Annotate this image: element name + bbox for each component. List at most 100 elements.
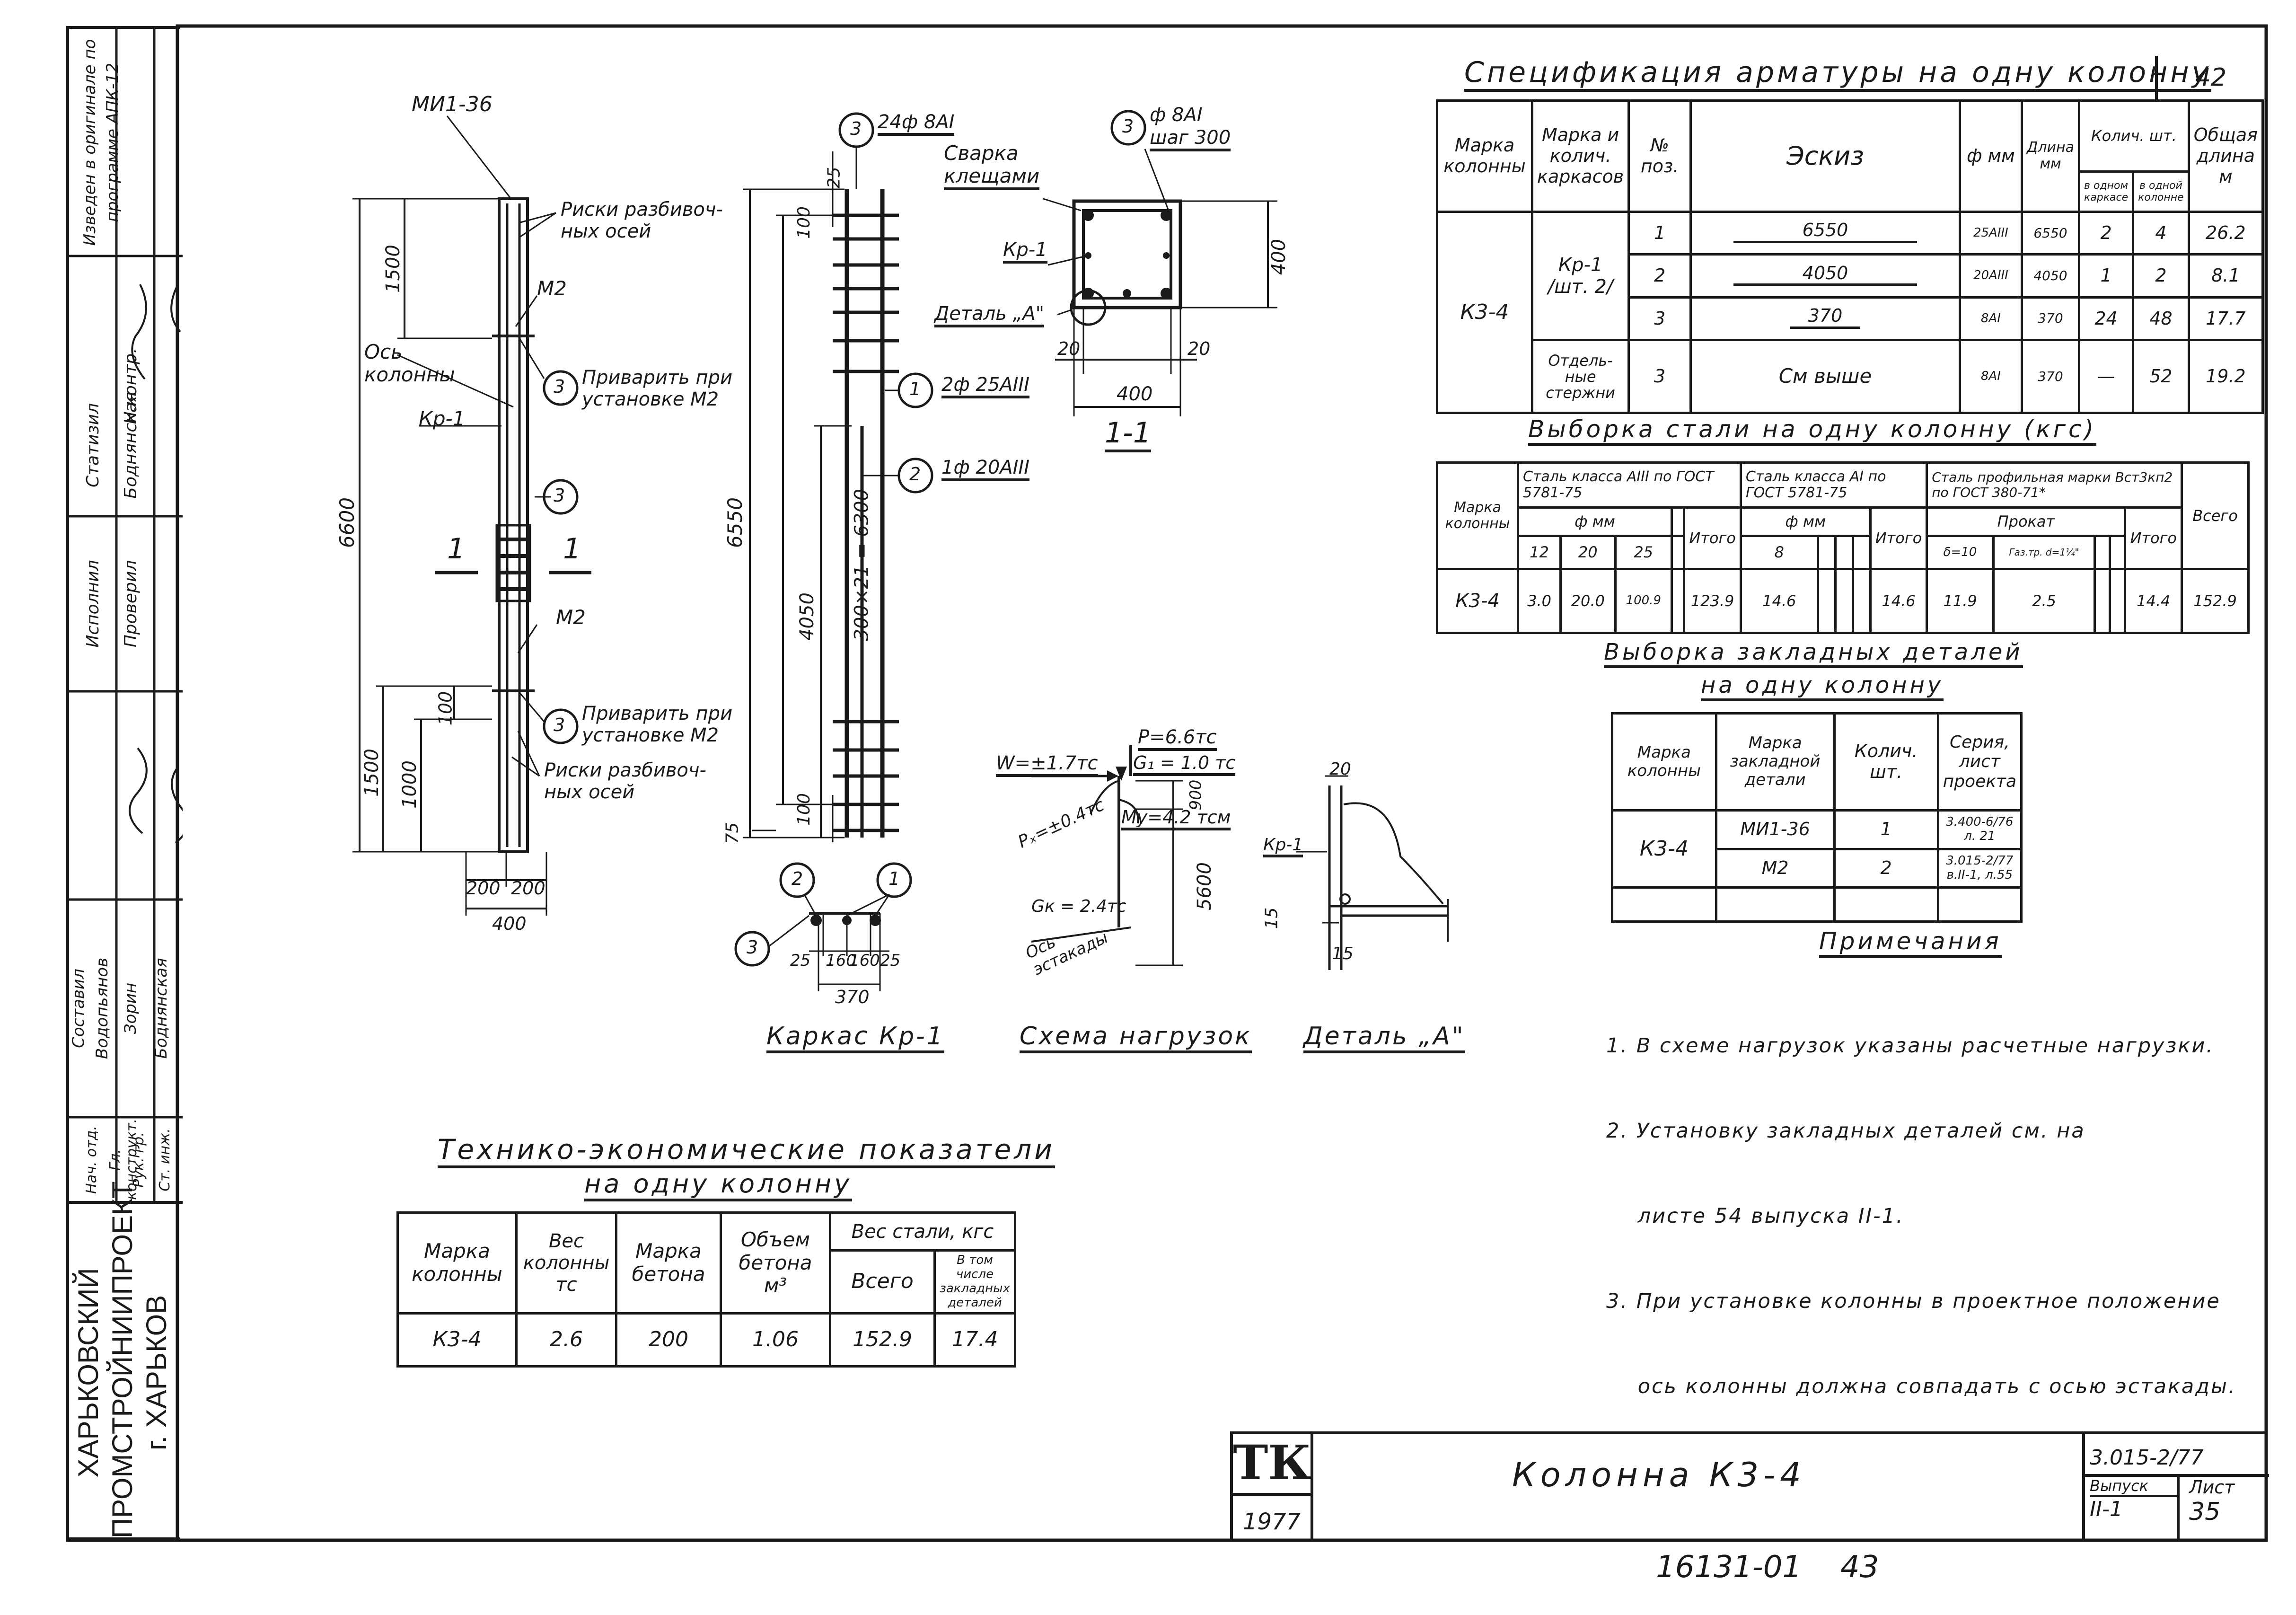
dim-200a: 200 [466, 878, 501, 899]
steel-blank-3 [1834, 568, 1854, 634]
spec-sketch: 370 [1689, 296, 1961, 342]
stamp-sheet-value: 35 [2189, 1498, 2221, 1526]
tech-weight: 2.6 [515, 1312, 617, 1368]
tech-header-row-1: Марка колонны Вес колонны тс Марка бетон… [396, 1211, 1016, 1315]
tech-concrete: 200 [615, 1312, 722, 1368]
stamp-series: 3.015-2/77 [2085, 1434, 2269, 1477]
steel-blank-4 [1851, 568, 1872, 634]
dim-200b: 200 [511, 878, 545, 899]
spec-qf: 24 [2077, 296, 2135, 342]
cage-sect-dim-25b: 25 [880, 951, 901, 970]
load-g1: G₁ = 1.0 тс [1133, 752, 1236, 776]
spec-len: 370 [2020, 296, 2081, 342]
embed-empty-3 [1833, 886, 1939, 923]
spec-qf: 2 [2077, 210, 2135, 256]
section-weld-2: клещами [944, 165, 1040, 190]
steel-header-row-2: ф мм Итого ф мм Итого Прокат Итого [1437, 506, 2249, 570]
spec-header-row: Марка колонны Марка и колич. каркасов № … [1436, 99, 2264, 213]
note-3-cont: ось колонны должна совпадать с осью эста… [1606, 1375, 2236, 1398]
tech-mark: К3-4 [396, 1312, 518, 1368]
section-detail: Деталь „А" [934, 303, 1045, 327]
tech-title-2: на одну колонну [584, 1169, 853, 1201]
section-pos3: 3 [1122, 116, 1134, 137]
note-1: 1. В схеме нагрузок указаны расчетные на… [1606, 1034, 2214, 1058]
section-step: шаг 300 [1150, 127, 1231, 151]
cage-sect-pos3: 3 [747, 937, 758, 958]
spec-separate-1: Отдель- [1548, 351, 1613, 370]
column-m2-bottom: М2 [556, 606, 586, 629]
spec-h-qty-frame: в одном каркасе [2077, 170, 2135, 213]
spec-row-3: 3 370 8АI 370 24 48 17.7 [1437, 296, 2264, 342]
spec-frame-mark: Кр-1 /шт. 2/ [1531, 210, 1630, 342]
steel-h-20: 20 [1559, 535, 1617, 570]
spec-pos: 2 [1627, 253, 1692, 299]
spec-total: 17.7 [2187, 296, 2264, 342]
note-3: 3. При установке колонны в проектное пол… [1606, 1289, 2221, 1313]
spec-pos: 1 [1627, 210, 1692, 256]
spec-dia: 20АIII [1958, 253, 2023, 299]
spec-separate-3: стержни [1546, 383, 1615, 402]
axis-label-2: колонны [364, 363, 455, 386]
spec-sketch: См выше [1689, 339, 1961, 414]
spec-row-1: К3-4 Кр-1 /шт. 2/ 1 6550 25АIII 6550 2 4… [1436, 210, 2264, 415]
steel-h-d10: δ=10 [1926, 535, 1995, 570]
steel-h-a3-blank [1670, 535, 1686, 570]
load-p: P=6.6тс [1138, 726, 1217, 751]
steel-h-prof-blank-1 [2094, 535, 2111, 570]
section-dim-20b: 20 [1188, 338, 1211, 359]
spec-total: 19.2 [2187, 339, 2264, 414]
cage-pos2-number: 2 [909, 464, 921, 485]
spec-len: 370 [2020, 339, 2081, 414]
tech-h-weight: Вес колонны тс [515, 1211, 617, 1315]
steel-vpipe: 2.5 [1992, 568, 2096, 634]
stamp-issue-value: II-1 [2090, 1497, 2123, 1521]
tech-total: 152.9 [829, 1312, 936, 1368]
steel-h-itogo-3: Итого [2124, 506, 2183, 570]
steel-it3: 14.4 [2124, 568, 2183, 634]
steel-it1: 123.9 [1683, 568, 1742, 634]
cage-sect-pos1: 1 [888, 868, 900, 889]
steel-title: Выборка стали на одну колонну (кгс) [1528, 415, 2097, 446]
cage-sect-dim-160b: 160 [849, 951, 880, 970]
steel-blank-5 [2094, 568, 2111, 634]
load-gk: Gк = 2.4тс [1031, 897, 1126, 916]
note-axes-bottom-2: ных осей [544, 781, 635, 803]
steel-blank-6 [2109, 568, 2127, 634]
spec-qc: 2 [2132, 253, 2190, 299]
stamp-logo: ТК [1233, 1435, 1311, 1491]
cage-sect-pos2: 2 [792, 868, 803, 889]
embed-series: 3.400-6/76 л. 21 [1936, 809, 2023, 850]
steel-h-8: 8 [1739, 535, 1819, 570]
tech-h-steel: Вес стали, кгс [829, 1211, 1016, 1252]
embed-title-2: на одну колонну [1701, 672, 1944, 701]
steel-v25: 100.9 [1614, 568, 1673, 634]
spec-h-qty: Колич. шт. [2078, 99, 2190, 173]
stamp-sheet-cell: Лист 35 [2180, 1477, 2269, 1540]
column-kr: Кр-1 [419, 407, 466, 430]
detail-dim-15b: 15 [1332, 944, 1354, 963]
embed-empty-4 [1936, 886, 2023, 923]
steel-h-a3: Сталь класса АIII по ГОСТ 5781-75 [1517, 461, 1742, 509]
spec-sketch-value: 4050 [1802, 262, 1848, 283]
spec-total: 26.2 [2187, 210, 2264, 256]
tech-h-volume: Объем бетона м³ [720, 1211, 831, 1315]
spec-sketch: 4050 [1689, 253, 1961, 299]
embed-qty: 2 [1833, 847, 1939, 889]
embed-h-series: Серия, лист проекта [1936, 712, 2023, 812]
note-axes-top-1: Риски разбивоч- [561, 199, 723, 221]
spec-h-frame: Марка и колич. каркасов [1531, 99, 1630, 213]
steel-v20: 20.0 [1559, 568, 1617, 634]
weld-bottom-1: Приварить при [582, 703, 733, 724]
steel-header-row-3: 12 20 25 8 δ=10 Газ.тр. d=1¼" [1437, 535, 2249, 570]
stamp-right-box: 3.015-2/77 Выпуск II-1 Лист 35 [2082, 1434, 2269, 1540]
tech-h-incl: В том числе закладных деталей [933, 1249, 1016, 1315]
steel-table: Марка колонны Сталь класса АIII по ГОСТ … [1436, 461, 2250, 634]
steel-h-dia-a3: ф мм [1516, 506, 1673, 537]
axis-label-1: Ось [364, 340, 403, 363]
steel-v8: 14.6 [1739, 568, 1819, 634]
